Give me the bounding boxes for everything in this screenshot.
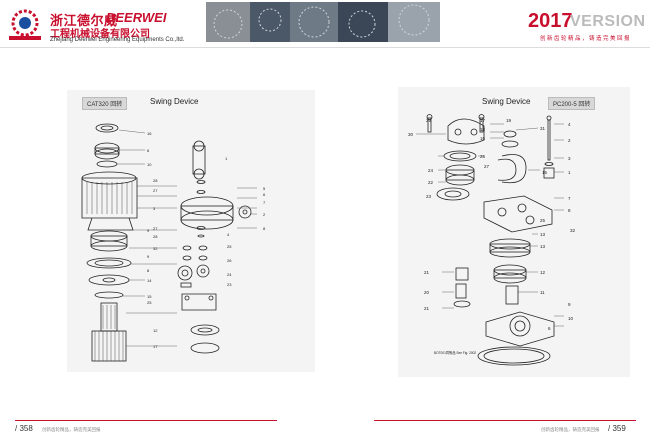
header-divider: [0, 47, 650, 48]
callout: 3: [568, 156, 571, 161]
callout: 20: [424, 290, 430, 295]
version-year: 2017: [528, 10, 573, 32]
right-model-tag: PC200-5 回转: [548, 97, 596, 110]
callout: 15: [542, 170, 548, 175]
left-diagram-title: Swing Device: [150, 97, 199, 106]
callout: 22: [428, 180, 434, 185]
callout: 19: [506, 118, 512, 123]
callout: 10: [568, 316, 574, 321]
callout: 7: [568, 196, 571, 201]
page-number-right: / 359: [608, 424, 626, 433]
callout: 25: [227, 244, 232, 249]
footer-divider-right: [374, 420, 636, 421]
callout: 6: [147, 148, 150, 153]
callout: 12: [540, 270, 546, 275]
footer-slogan-right: 创新齿轮精品，铸造完美回报: [541, 427, 600, 432]
callout: 8: [147, 268, 150, 273]
callout: 23: [426, 194, 432, 199]
callout: 9: [568, 302, 571, 307]
footer-slogan-left: 创新齿轮精品，铸造完美回报: [42, 427, 101, 432]
callout: 1: [568, 170, 571, 175]
callout: 4: [568, 122, 571, 127]
callout: 17: [480, 118, 486, 123]
brand-name-en: DEERWEI: [106, 10, 167, 25]
callout: 24: [428, 168, 434, 173]
callout: 7: [263, 200, 266, 205]
callout: 16: [480, 136, 486, 141]
callout: 9: [147, 254, 150, 259]
callout: 2: [263, 212, 266, 217]
callout: 27: [484, 164, 490, 169]
left-model-tag: CAT320 回转: [82, 97, 128, 110]
callout: 8: [263, 226, 266, 231]
gear-photo-strip: [206, 2, 440, 42]
callout: 4: [227, 232, 230, 237]
left-exploded-diagram: 16 6 10 1 28 27 3 9 27 28 32 9 8 14 15 2…: [81, 123, 266, 362]
callout: 25: [147, 300, 152, 305]
header-slogan: 创新齿轮精品，铸造完美回报: [540, 36, 632, 42]
callout: 12: [153, 328, 158, 333]
callout: 27: [153, 226, 158, 231]
callout: 31: [540, 126, 546, 131]
callout: 13: [540, 244, 546, 249]
callout: 15: [147, 294, 152, 299]
callout: 13: [540, 232, 546, 237]
callout: 2: [568, 138, 571, 143]
callout: 21: [424, 306, 430, 311]
callout: 17: [153, 344, 158, 349]
callout: 28: [153, 178, 158, 183]
callout: 11: [540, 290, 545, 295]
version-word: VERSION: [570, 13, 646, 30]
callout: 27: [153, 188, 158, 193]
callout: 26: [227, 258, 232, 263]
company-name-en: Zhejiang Deerwei Engineering Equipments …: [50, 37, 185, 43]
diagram-note: BOT001同等品 See Fig. 2002: [434, 350, 476, 355]
callout: 9: [147, 228, 150, 233]
callout: 3: [153, 206, 156, 211]
callout: 29: [426, 118, 432, 123]
callout: 21: [424, 270, 430, 275]
callout: 6: [548, 326, 551, 331]
page-number-right-value: 359: [612, 424, 626, 433]
callout: 8: [568, 208, 571, 213]
callout: 23: [227, 282, 232, 287]
right-exploded-diagram: 29 30 17 18 16 26 24 22 23 21 20 21 19 3…: [408, 114, 576, 366]
callout: 5: [263, 186, 266, 191]
callout: 26: [480, 154, 486, 159]
callout: 24: [227, 272, 232, 277]
callout: 14: [147, 278, 152, 283]
callout: 32: [153, 246, 158, 251]
company-logo: [6, 8, 44, 42]
page-number-left-value: 358: [19, 424, 33, 433]
callout: 28: [153, 234, 158, 239]
right-diagram-title: Swing Device: [482, 97, 531, 106]
company-name-cn: 工程机械设备有限公司: [50, 29, 150, 40]
callout: 25: [540, 218, 546, 223]
footer-divider-left: [15, 420, 277, 421]
callout: 6: [263, 192, 266, 197]
callout: 18: [480, 127, 486, 132]
callout: 32: [570, 228, 576, 233]
callout: 1: [225, 156, 228, 161]
callout: 10: [147, 162, 152, 167]
callout: 30: [408, 132, 414, 137]
brand-name-cn: 浙江德尔威: [50, 13, 118, 28]
callout: 16: [147, 131, 152, 136]
page-number-left: / 358: [15, 424, 33, 433]
